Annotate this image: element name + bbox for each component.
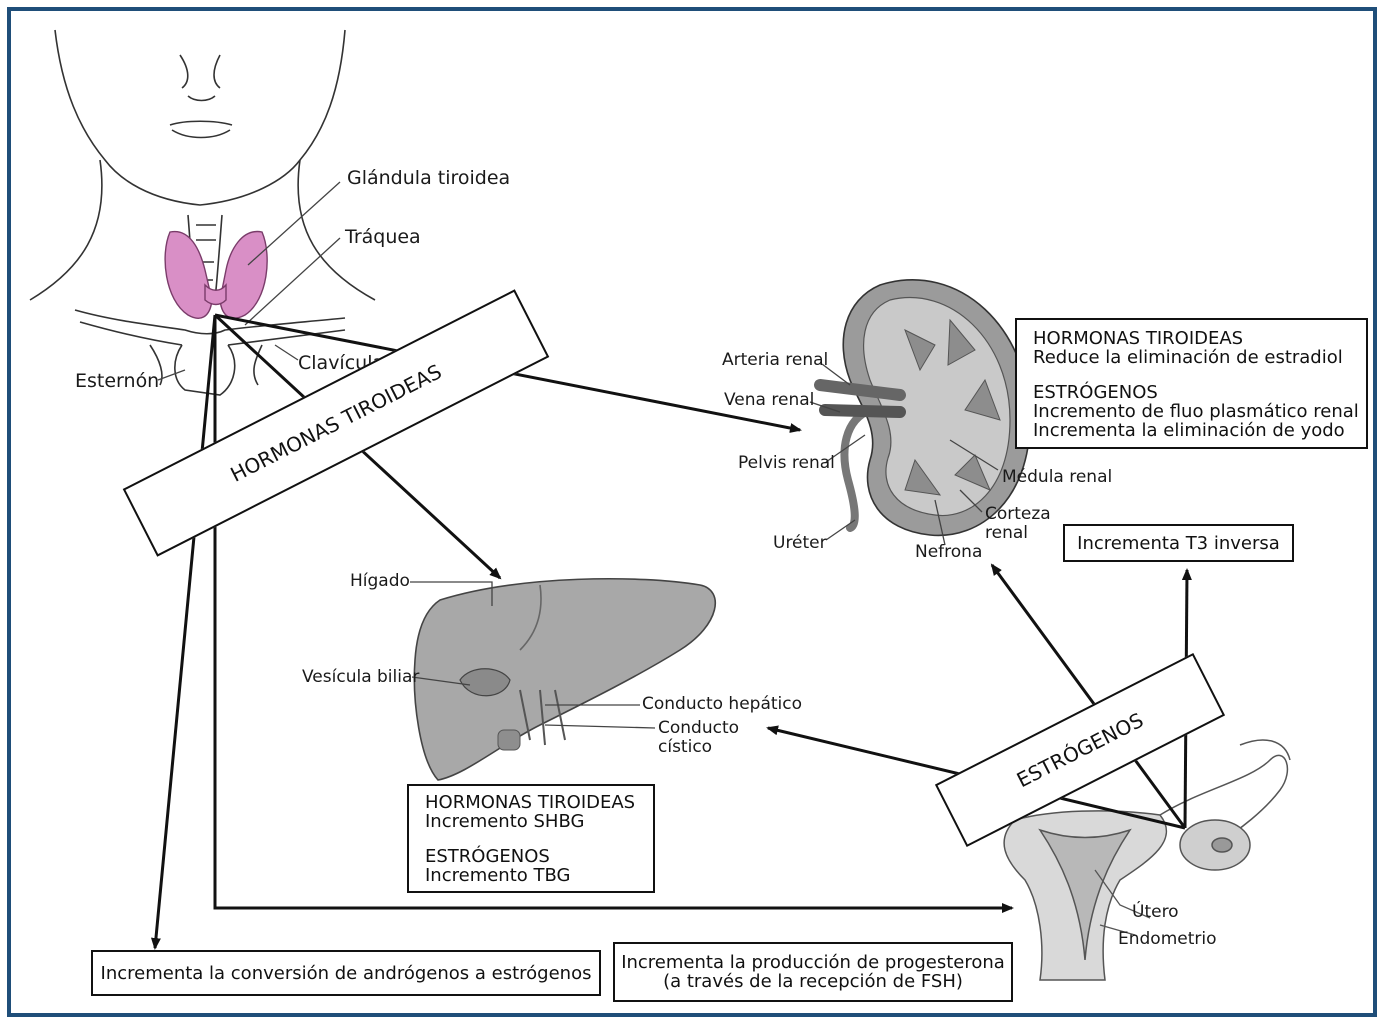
kidney-box-line-5: Incrementa la eliminación de yodo	[1033, 421, 1366, 440]
label-cystic-duct-2: cístico	[658, 737, 712, 757]
kidney-box-line-1: HORMONAS TIROIDEAS	[1033, 329, 1366, 348]
kidney-box-line-2: Reduce la eliminación de estradiol	[1033, 348, 1366, 367]
label-liver: Hígado	[350, 571, 410, 591]
t3-inverse-text: Incrementa T3 inversa	[1077, 534, 1280, 553]
label-hepatic-duct: Conducto hepático	[642, 694, 802, 714]
androgen-conversion-box: Incrementa la conversión de andrógenos a…	[91, 950, 601, 996]
label-trachea: Tráquea	[345, 226, 421, 248]
kidney-effects-box: HORMONAS TIROIDEAS Reduce la eliminación…	[1015, 318, 1368, 449]
liver-effects-box: HORMONAS TIROIDEAS Incremento SHBG ESTRÓ…	[407, 784, 655, 893]
liver-box-line-1: HORMONAS TIROIDEAS	[425, 793, 653, 812]
head-neck-illustration	[30, 30, 375, 395]
label-nephron: Nefrona	[915, 542, 982, 562]
progesterone-box: Incrementa la producción de progesterona…	[613, 942, 1013, 1002]
androgen-conversion-text: Incrementa la conversión de andrógenos a…	[101, 964, 592, 983]
thyroid-gland-illustration	[165, 232, 267, 319]
label-renal-pelvis: Pelvis renal	[738, 453, 835, 473]
progesterone-box-line-1: Incrementa la producción de progesterona	[621, 953, 1005, 972]
label-ureter: Uréter	[773, 533, 827, 553]
label-endometrium: Endometrio	[1118, 929, 1217, 949]
liver-box-line-2: Incremento SHBG	[425, 812, 653, 831]
kidney-illustration	[820, 280, 1030, 536]
label-renal-cortex-1: Corteza	[985, 504, 1051, 524]
progesterone-box-line-2: (a través de la recepción de FSH)	[663, 972, 963, 991]
kidney-box-line-3: ESTRÓGENOS	[1033, 383, 1366, 402]
label-renal-artery: Arteria renal	[722, 350, 828, 370]
arrow-thyroid-to-conversion	[155, 315, 215, 948]
t3-inverse-box: Incrementa T3 inversa	[1063, 524, 1294, 562]
label-renal-vein: Vena renal	[724, 390, 814, 410]
liver-box-line-3: ESTRÓGENOS	[425, 847, 653, 866]
label-thyroid-gland: Glándula tiroidea	[347, 167, 510, 189]
label-renal-medulla: Médula renal	[1002, 467, 1112, 487]
liver-box-line-4: Incremento TBG	[425, 866, 653, 885]
label-sternum: Esternón	[75, 370, 159, 392]
label-cystic-duct-1: Conducto	[658, 718, 739, 738]
label-gallbladder: Vesícula biliar	[302, 667, 419, 687]
kidney-box-line-4: Incremento de fluo plasmático renal	[1033, 402, 1366, 421]
label-uterus: Útero	[1132, 902, 1179, 922]
label-renal-cortex-2: renal	[985, 523, 1028, 543]
